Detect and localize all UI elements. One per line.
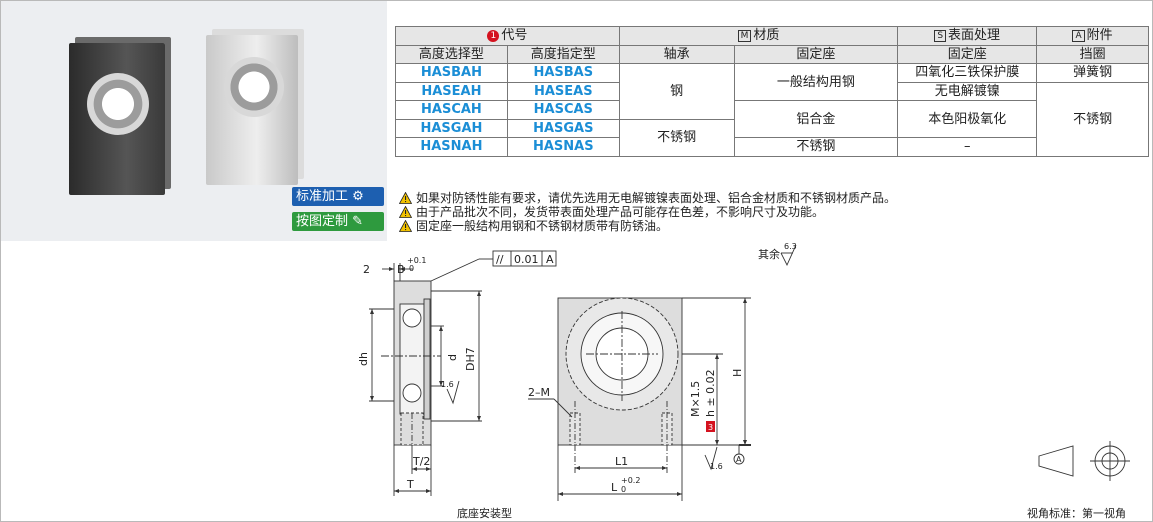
subheader-seat: 固定座 (733, 44, 899, 64)
subheader-retainer: 挡圈 (1036, 44, 1149, 64)
code-cell[interactable]: HASCAH (395, 100, 508, 120)
bearing-stainless-cell: 不锈钢 (618, 118, 735, 157)
table-row: HASCAH HASCAS 铝合金 本色阳极氧化 (395, 100, 1149, 138)
seat-stainless-cell: 不锈钢 (733, 137, 899, 157)
dim-l-tol-low: 0 (621, 485, 626, 494)
warning-icon (399, 206, 412, 218)
note-item: 如果对防锈性能有要求，请优先选用无电解镀镍表面处理、铝合金材质和不锈钢材质产品。 (399, 191, 896, 205)
seat-aluminum-cell: 铝合金 (733, 100, 899, 138)
notes: 如果对防锈性能有要求，请优先选用无电解镀镍表面处理、铝合金材质和不锈钢材质产品。… (399, 191, 896, 233)
number-badge-icon: 1 (487, 30, 500, 43)
dim-t-half: T/2 (412, 455, 430, 468)
dim-b-tol-low: 0 (409, 264, 414, 273)
drawing-caption: 底座安装型 (457, 506, 512, 520)
subheader-bearing: 轴承 (618, 44, 735, 64)
dim-l-tol-up: +0.2 (621, 476, 640, 485)
dim-b-tol-up: +0.1 (407, 256, 426, 265)
surface-nickel-cell: 无电解镀镍 (897, 81, 1038, 101)
code-cell[interactable]: HASEAH (395, 81, 508, 101)
dim-l: L (611, 481, 618, 494)
surface-none-cell: – (897, 137, 1038, 157)
subheader-seat-surface: 固定座 (897, 44, 1038, 64)
datum-a: A (736, 455, 742, 464)
technical-drawing: 2 B +0.1 0 // 0.01 A dh d DH7 1.6 T/2 T … (357, 242, 1130, 520)
accessory-spring-cell: 弹簧钢 (1036, 63, 1149, 83)
subheader-height-select: 高度选择型 (395, 44, 508, 64)
flatness-symbol: // (496, 253, 504, 266)
code-cell[interactable]: HASCAS (506, 100, 620, 120)
dim-l1: L1 (615, 455, 628, 468)
accessory-stainless-cell: 不锈钢 (1036, 81, 1149, 157)
product-photo-light (206, 35, 298, 185)
projection-cone-icon (1038, 445, 1074, 477)
note-item: 由于产品批次不同，发货带表面处理产品可能存在色差，不影响尺寸及功能。 (399, 205, 896, 219)
standard-processing-label: 标准加工 (296, 189, 349, 204)
custom-drawing-label: 按图定制 (296, 214, 349, 229)
code-cell[interactable]: HASNAH (395, 137, 508, 157)
table-row: HASGAH HASGAS 不锈钢 (395, 118, 1149, 157)
number-badge-icon (706, 421, 715, 432)
side-ball-bottom (402, 383, 422, 403)
dim-2: 2 (363, 263, 370, 276)
view-standard: 视角标准：第一视角 (1027, 506, 1126, 520)
flatness-value: 0.01 (514, 253, 539, 266)
dim-h: H (731, 369, 744, 377)
code-cell[interactable]: HASGAH (395, 118, 508, 138)
dim-dh7: DH7 (464, 347, 477, 371)
dim-h-tol: h ± 0.02 (704, 369, 717, 417)
surface-box-icon: S (934, 30, 947, 43)
code-cell[interactable]: HASGAS (506, 118, 620, 138)
dim-dh: dh (357, 352, 370, 366)
standard-processing-button[interactable]: 标准加工 ⚙ (292, 187, 384, 206)
label-2m: 2–M (528, 386, 550, 399)
code-cell[interactable]: HASNAS (506, 137, 620, 157)
warning-icon (399, 192, 412, 204)
badge-3: 3 (708, 423, 713, 432)
dim-b: B (397, 263, 405, 276)
side-view-retainer (423, 298, 431, 420)
product-photo-panel: 标准加工 ⚙ 按图定制 ✎ (1, 1, 387, 241)
surface-black-cell: 四氧化三铁保护膜 (897, 63, 1038, 83)
side-ball-top (402, 308, 422, 328)
bearing-ring-dark (87, 73, 149, 135)
pencil-icon: ✎ (352, 214, 364, 229)
flatness-datum: A (546, 253, 554, 266)
custom-drawing-button[interactable]: 按图定制 ✎ (292, 212, 384, 231)
table-row: HASNAH HASNAS 不锈钢 – (395, 137, 1149, 157)
table-row: HASBAH HASBAS 钢 一般结构用钢 四氧化三铁保护膜 弹簧钢 (395, 63, 1149, 120)
subheader-height-specify: 高度指定型 (506, 44, 620, 64)
product-photo-dark (69, 43, 165, 195)
warning-icon (399, 220, 412, 232)
roughness-side: 1.6 (441, 380, 454, 389)
dim-m-thread: M×1.5 (689, 381, 702, 417)
code-cell[interactable]: HASBAS (506, 63, 620, 83)
accessory-box-icon: A (1072, 30, 1085, 43)
bearing-ring-light (224, 57, 284, 117)
dim-d: d (446, 354, 459, 361)
dim-t: T (406, 478, 414, 491)
surface-anodized-cell: 本色阳极氧化 (897, 100, 1038, 138)
bearing-steel-cell: 钢 (618, 63, 735, 120)
code-cell[interactable]: HASBAH (395, 63, 508, 83)
seat-general-cell: 一般结构用钢 (733, 63, 899, 101)
flatness-frame (492, 250, 557, 267)
table-subheader-row: 高度选择型 高度指定型 轴承 固定座 固定座 挡圈 (395, 44, 1149, 64)
note-item: 固定座一般结构用钢和不锈钢材质带有防锈油。 (399, 219, 896, 233)
rest-roughness-value: 6.3 (784, 242, 797, 251)
code-cell[interactable]: HASEAS (506, 81, 620, 101)
roughness-front: 1.6 (710, 462, 723, 471)
material-box-icon: M (737, 30, 752, 43)
rest-roughness-label: 其余 (758, 247, 780, 261)
wrench-icon: ⚙ (352, 189, 364, 204)
